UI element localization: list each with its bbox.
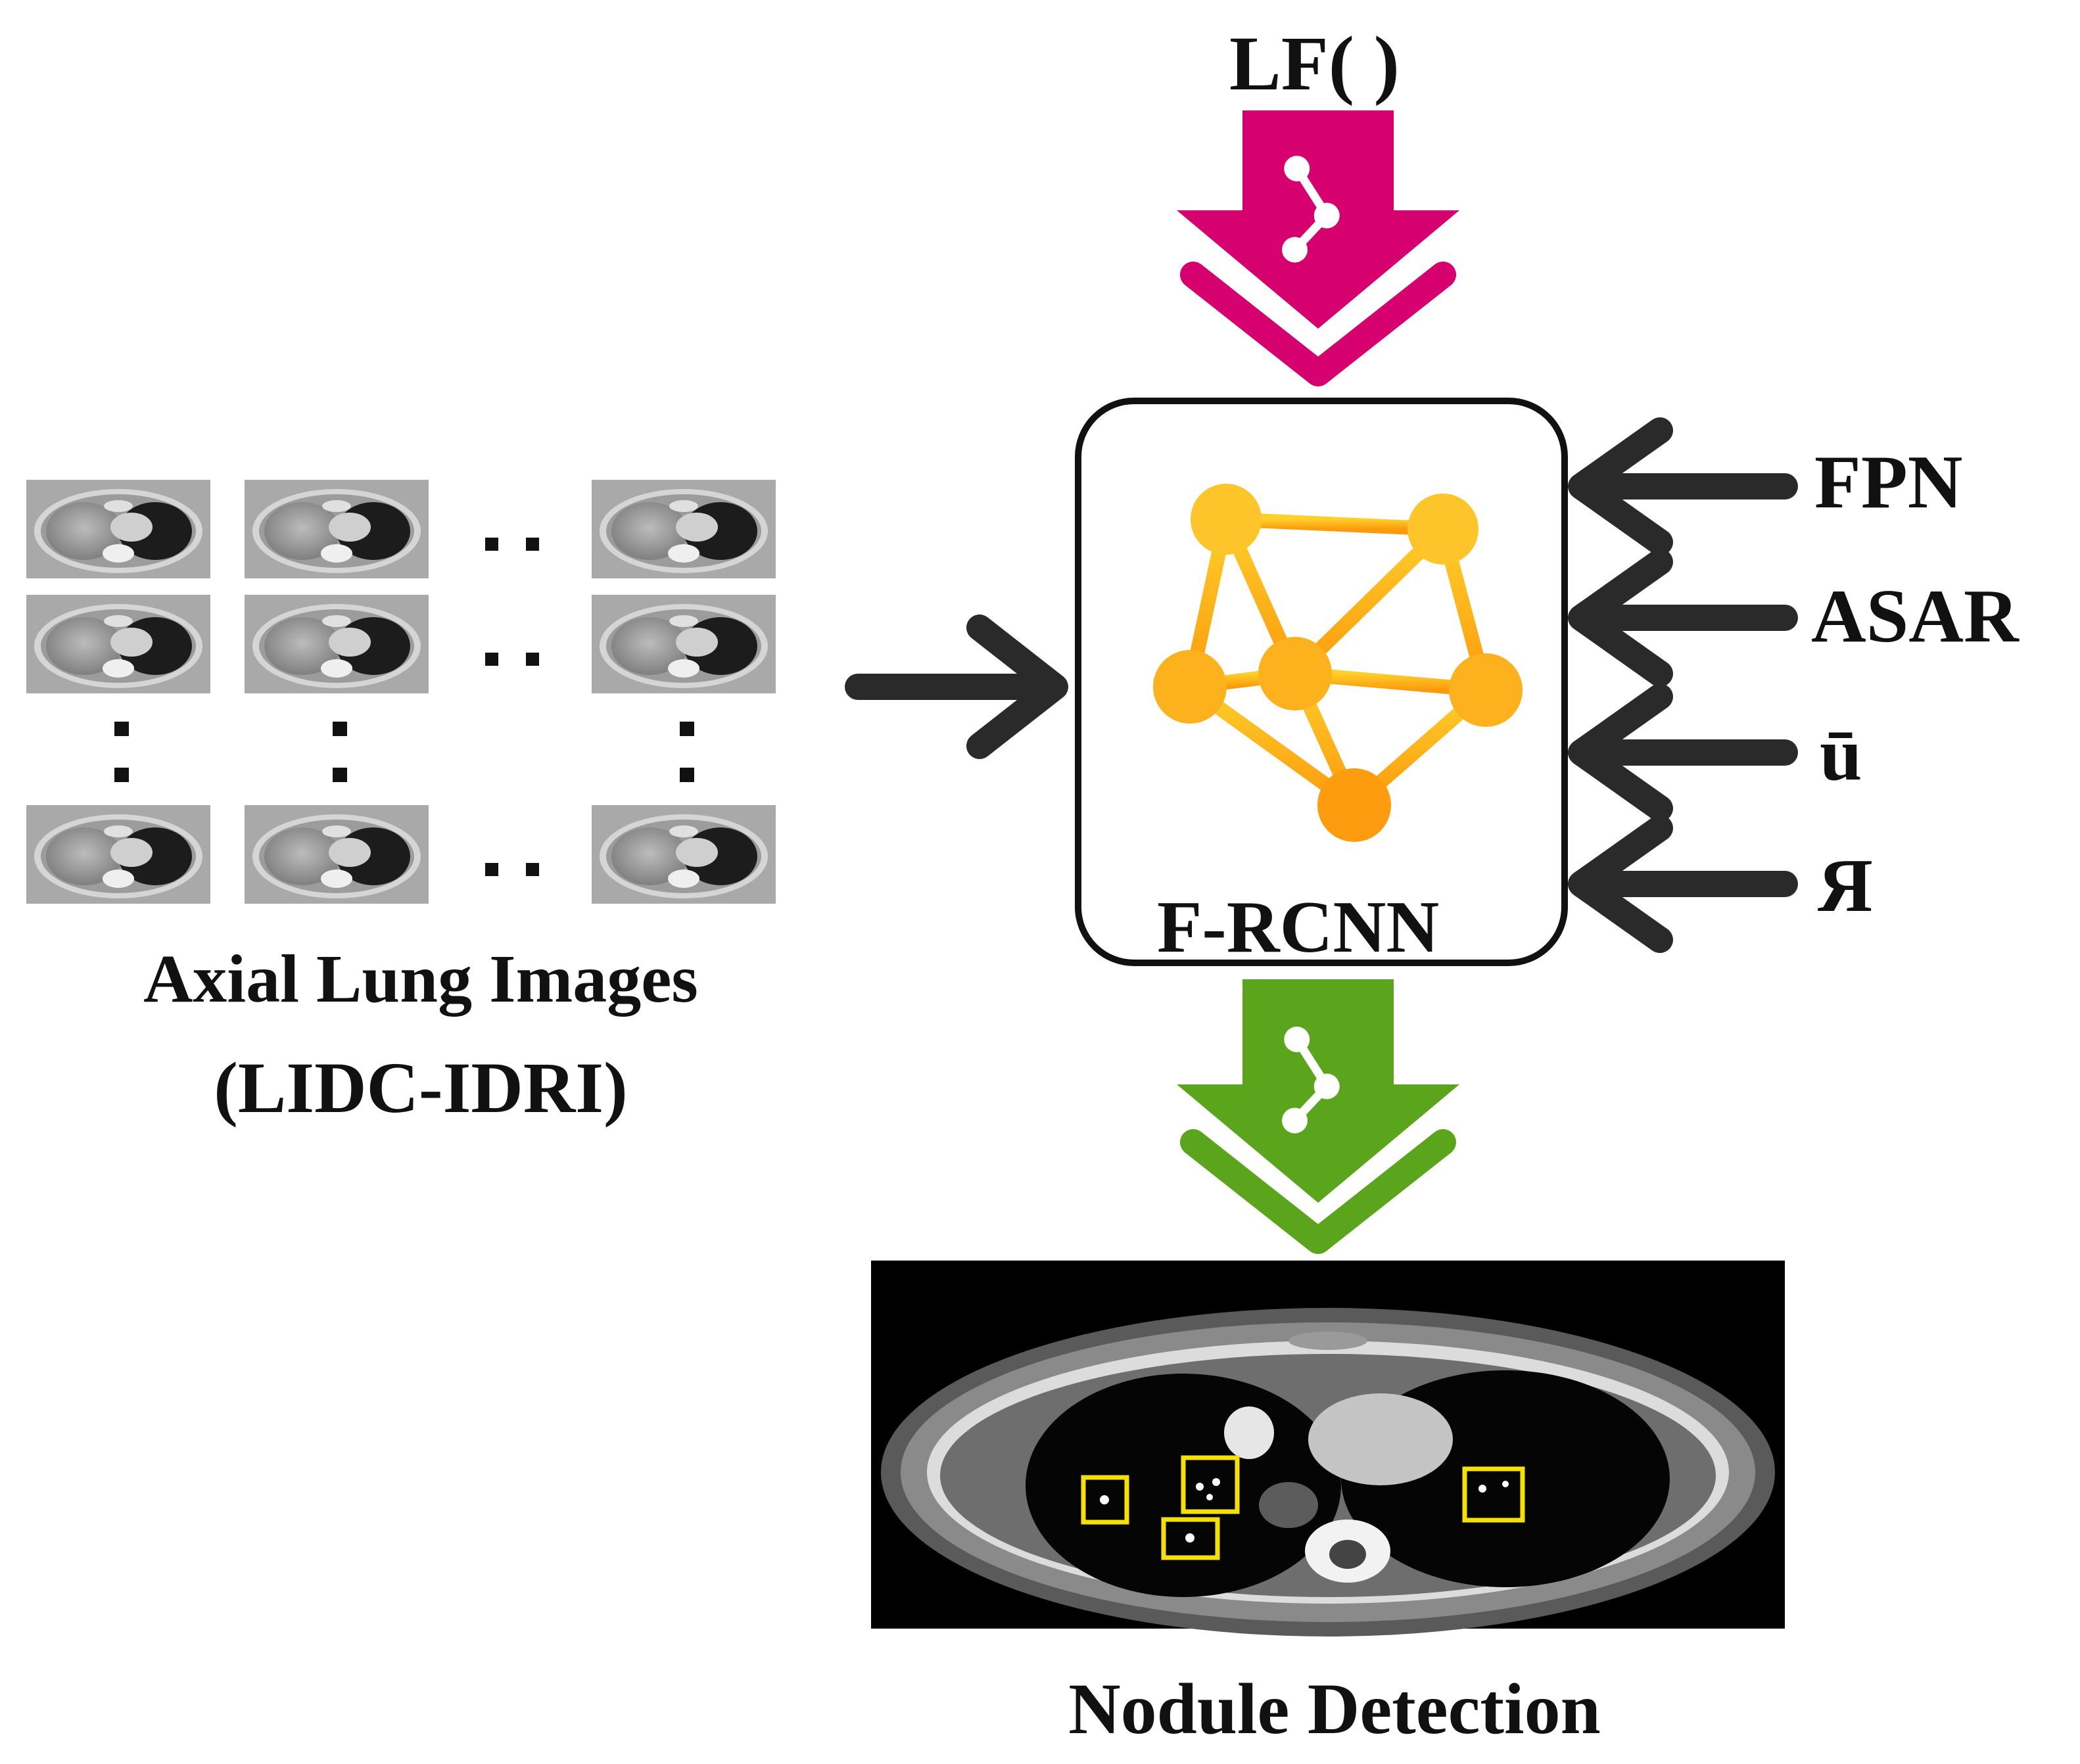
ct-thumbnail [26,805,210,904]
side-arrow-fpn [1568,417,1798,555]
ct-thumbnail [245,480,429,578]
ct-thumbnail [592,805,776,904]
side-input-label-asar: ASAR [1811,574,2019,659]
side-arrow-u [1568,684,1798,822]
detection-boxes [1081,1455,1525,1560]
top-input-arrow [1177,110,1459,386]
detection-box [1181,1455,1240,1514]
side-arrow-ya [1568,815,1798,953]
input-images-title: Axial Lung Images [143,941,698,1017]
input-images-subtitle: (LIDC-IDRI) [214,1048,628,1128]
detection-box [1462,1466,1525,1523]
output-label: Nodule Detection [1068,1669,1601,1749]
ct-thumbnail [592,595,776,693]
model-label: F-RCNN [1157,887,1440,968]
detection-ct-image [871,1261,1785,1636]
ct-thumbnail [245,595,429,693]
detection-box [1161,1517,1220,1560]
side-input-label-u: ū [1820,712,1862,797]
ct-thumbnail [245,805,429,904]
ct-thumbnail [26,595,210,693]
input-arrow [845,615,1068,759]
output-arrow [1177,979,1459,1254]
ellipsis-dots [485,538,539,876]
top-input-label: LF( ) [1229,20,1400,106]
ct-thumbnail [26,480,210,578]
side-arrow-asar [1568,549,1798,687]
axial-image-grid [26,480,776,904]
neural-network-icon [1153,484,1523,842]
vertical-ellipsis-dots [114,722,694,782]
side-input-label-ya: Я [1818,844,1873,928]
ct-thumbnail [592,480,776,578]
side-input-label-fpn: FPN [1814,440,1963,524]
detection-box [1081,1475,1129,1525]
